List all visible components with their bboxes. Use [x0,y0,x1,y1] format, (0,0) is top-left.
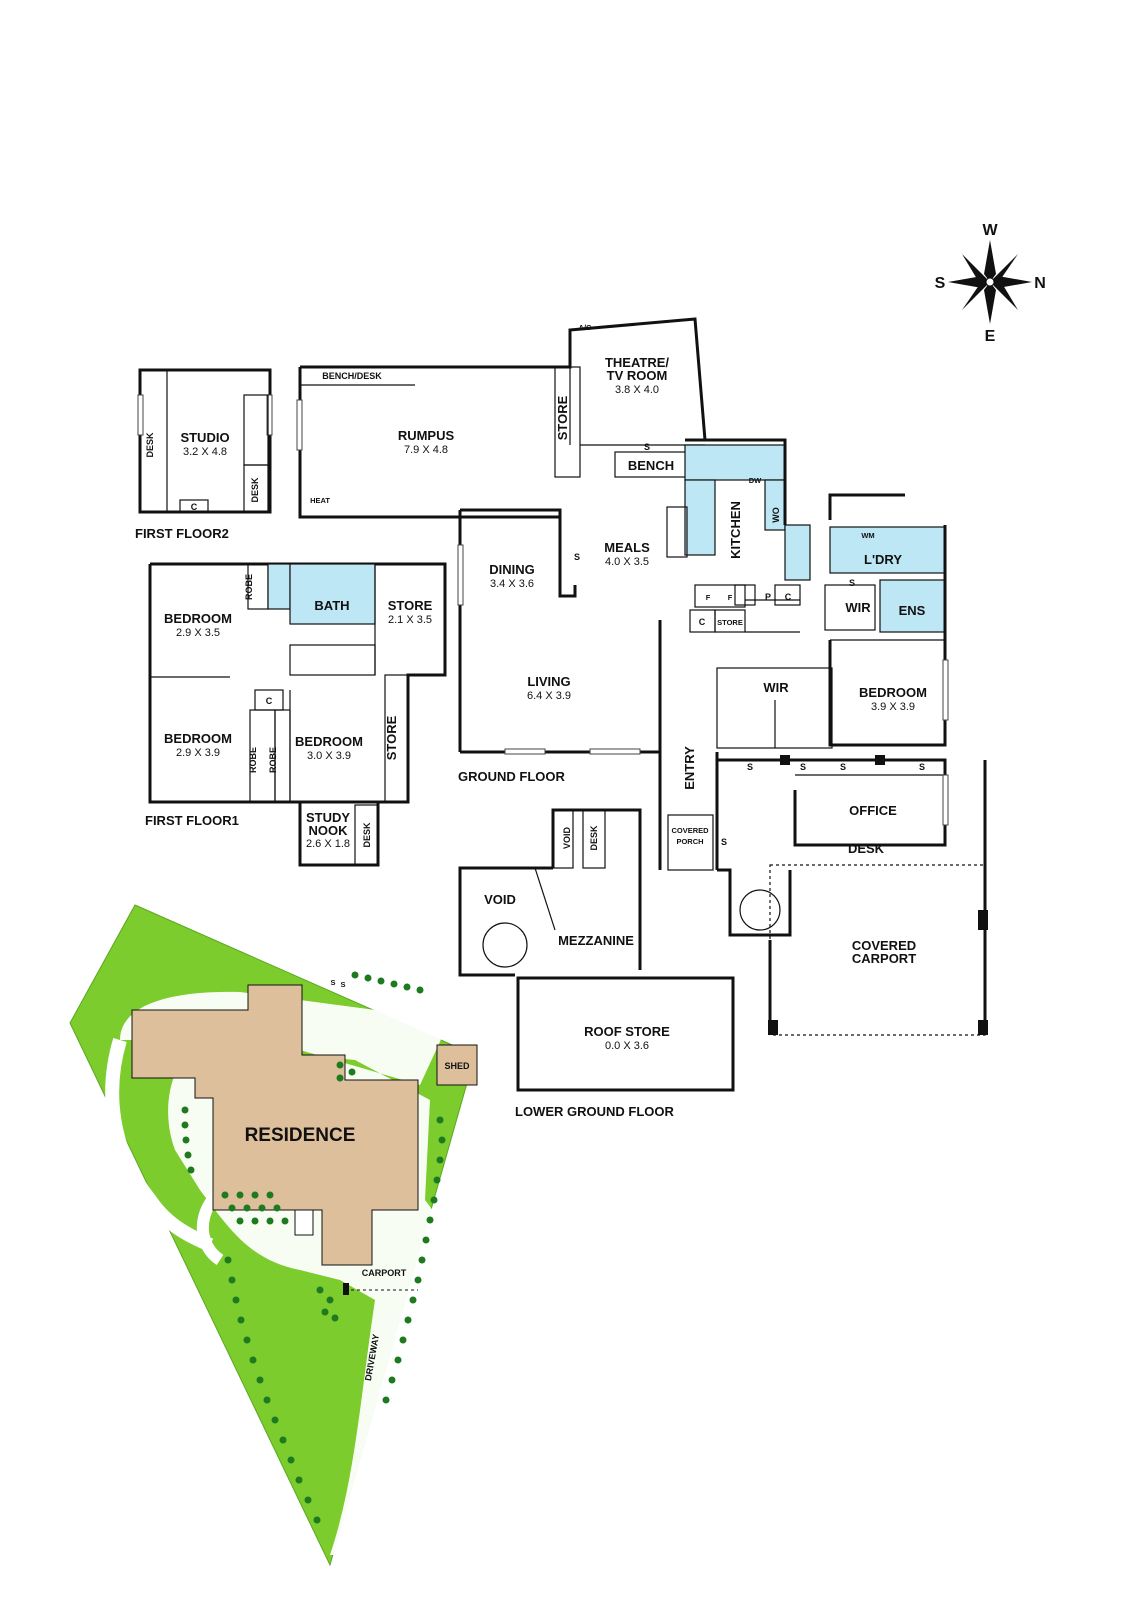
bed3-dim: 3.0 X 3.9 [307,750,351,762]
site-carport-label: CARPORT [362,1268,407,1278]
dw-label: DW [749,476,762,485]
first-floor2-title: FIRST FLOOR2 [135,526,229,541]
wo-label: WO [771,507,781,523]
site-trees [181,971,446,1524]
bath-label: BATH [314,598,349,613]
carport-label1: COVERED [852,938,916,953]
lg-void2-label: VOID [484,892,516,907]
mezzanine-label: MEZZANINE [558,933,634,948]
meals-label: MEALS [604,540,650,555]
store-c-label: C [699,617,706,627]
robe3-label: ROBE [268,747,278,773]
bed1-label: BEDROOM [164,611,232,626]
laundry-label: L'DRY [864,552,902,567]
studio-label: STUDIO [180,430,229,445]
bed1-dim: 2.9 X 3.5 [176,627,220,639]
robe1-label: ROBE [244,574,254,600]
entry-s2: S [800,762,806,772]
studio-dim: 3.2 X 4.8 [183,446,227,458]
lower-ground-floor-plan [458,808,792,1092]
robe2-label: ROBE [248,747,258,773]
heat-label: HEAT [310,496,330,505]
rumpus-store-label: STORE [555,395,570,440]
compass-east: E [985,328,996,345]
dining-dim: 3.4 X 3.6 [490,578,534,590]
office-label: OFFICE [849,803,897,818]
entry-s1: S [747,762,753,772]
bed2-label: BEDROOM [164,731,232,746]
ens-s-label: S [849,578,855,588]
meals-dim: 4.0 X 3.5 [605,556,649,568]
store-ff-dim: 2.1 X 3.5 [388,614,432,626]
rumpus-dim: 7.9 X 4.8 [404,444,448,456]
studio-c-label: C [191,502,198,512]
first-floor1-title: FIRST FLOOR1 [145,813,239,828]
lg-desk-label: DESK [589,825,599,851]
kitchen-label: KITCHEN [728,501,743,559]
porch-s-label: S [721,837,727,847]
compass-south: S [935,275,946,292]
store-ff2-label: STORE [384,715,399,760]
studio-desk-label: DESK [145,432,155,458]
porch-label2: PORCH [676,837,703,846]
bench-label: BENCH [628,458,674,473]
compass-west: W [982,222,998,239]
site-s2-label: S [340,980,345,989]
entry-s4: S [919,762,925,772]
theatre-dim: 3.8 X 4.0 [615,384,659,396]
study-dim: 2.6 X 1.8 [306,838,350,850]
c-label: C [266,696,273,706]
rumpus-label: RUMPUS [398,428,455,443]
roof-store-label: ROOF STORE [584,1024,670,1039]
studio-desk2-label: DESK [250,477,260,503]
porch-label1: COVERED [671,826,709,835]
compass-rose-icon [948,240,1032,324]
kitchen-c-label: C [785,592,792,602]
bed3-label: BEDROOM [295,734,363,749]
master-dim: 3.9 X 3.9 [871,701,915,713]
first-floor1-plan [148,562,447,867]
living-dim: 6.4 X 3.9 [527,690,571,702]
residence-label: RESIDENCE [245,1125,356,1146]
wir2-label: WIR [763,680,789,695]
office-desk-label: DESK [848,841,885,856]
study-label2: NOOK [309,823,349,838]
ground-floor-plan [296,317,988,1036]
fridge1-label: F [706,593,711,602]
dining-label: DINING [489,562,535,577]
bench-s-label: S [644,442,650,452]
first-floor2-plan [137,368,273,514]
wir-label: WIR [845,600,871,615]
study-desk-label: DESK [362,822,372,848]
lg-void1-label: VOID [562,827,572,850]
ens-label: ENS [899,603,926,618]
theatre-label1: THEATRE/ [605,355,669,370]
entry-s3: S [840,762,846,772]
dining-s-label: S [574,552,580,562]
ground-floor-title: GROUND FLOOR [458,769,565,784]
bench-desk-label: BENCH/DESK [322,371,382,381]
shed-label: SHED [444,1061,470,1071]
site-plan [69,904,478,1567]
compass-north: N [1034,275,1046,292]
study-label1: STUDY [306,810,350,825]
carport-label2: CARPORT [852,951,916,966]
bed2-dim: 2.9 X 3.9 [176,747,220,759]
master-label: BEDROOM [859,685,927,700]
lower-ground-floor-title: LOWER GROUND FLOOR [515,1104,674,1119]
theatre-label2: TV ROOM [607,368,668,383]
site-s1-label: S [330,978,335,987]
fridge2-label: F [728,593,733,602]
ac-label: A/C [579,323,593,332]
wm-label: WM [861,531,874,540]
living-label: LIVING [527,674,570,689]
entry-label: ENTRY [682,746,697,790]
store-ff-label: STORE [388,598,433,613]
roof-store-dim: 0.0 X 3.6 [605,1040,649,1052]
small-store-label: STORE [717,618,743,627]
pantry-label: P [765,592,771,602]
